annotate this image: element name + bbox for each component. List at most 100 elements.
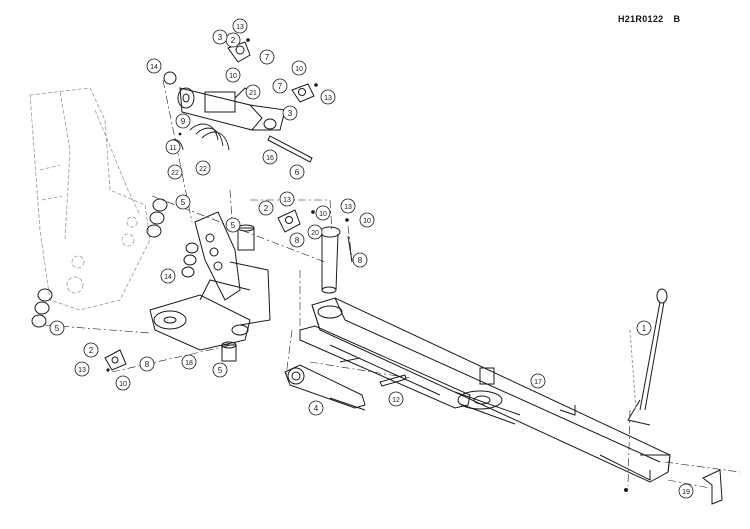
callout-number: 19 — [682, 489, 690, 496]
callout-circle — [308, 400, 324, 416]
callout-circle — [212, 362, 228, 378]
callout-number: 10 — [319, 211, 327, 218]
callout-circle — [291, 60, 307, 76]
callout-circle — [530, 373, 546, 389]
callout-21: 21 — [245, 84, 261, 100]
pivot-bracket-2-lower — [104, 349, 127, 371]
callout-number: 8 — [145, 360, 150, 369]
callout-circle — [272, 78, 288, 94]
callout-5: 5 — [175, 194, 191, 210]
callout-number: 7 — [278, 82, 283, 91]
callout-number: 4 — [314, 404, 319, 413]
callout-circle — [245, 84, 261, 100]
callout-number: 1 — [642, 324, 647, 333]
callout-16: 16 — [262, 149, 278, 165]
callout-13: 13 — [74, 361, 90, 377]
callout-18: 18 — [181, 354, 197, 370]
parallel-bar — [299, 325, 471, 409]
callout-number: 13 — [78, 367, 86, 374]
callout-circle — [225, 67, 241, 83]
callout-10: 10 — [359, 212, 375, 228]
callout-number: 2 — [89, 346, 94, 355]
callout-2: 2 — [83, 342, 99, 358]
callout-4: 4 — [308, 400, 324, 416]
callout-17: 17 — [530, 373, 546, 389]
callout-circle — [115, 375, 131, 391]
callout-number: 13 — [283, 197, 291, 204]
drawing-number: H21R0122 — [618, 14, 664, 24]
callout-6: 6 — [289, 164, 305, 180]
center-lines — [44, 79, 741, 489]
callout-number: 10 — [119, 381, 127, 388]
lever-1 — [627, 288, 668, 426]
callout-circle — [262, 149, 278, 165]
fasteners — [106, 38, 628, 492]
revision-letter: B — [673, 14, 681, 24]
callout-2: 2 — [258, 200, 274, 216]
callout-14: 14 — [146, 58, 162, 74]
callout-number: 10 — [295, 66, 303, 73]
callout-number: 7 — [265, 53, 270, 62]
callout-number: 5 — [218, 366, 223, 375]
callout-circle — [388, 391, 404, 407]
callout-circle — [259, 49, 275, 65]
boom-arm-17 — [311, 297, 671, 483]
callout-circle — [175, 113, 191, 129]
callout-2: 2 — [225, 32, 241, 48]
callout-8: 8 — [289, 232, 305, 248]
callout-number: 18 — [185, 360, 193, 367]
callout-9: 9 — [175, 113, 191, 129]
callout-19: 19 — [678, 483, 694, 499]
bracket-pin-3-top — [227, 41, 315, 103]
callout-circle — [320, 89, 336, 105]
callout-circle — [678, 483, 694, 499]
callout-number: 9 — [181, 117, 186, 126]
callout-number: 5 — [181, 198, 186, 207]
callout-8: 8 — [139, 356, 155, 372]
callout-number: 13 — [344, 204, 352, 211]
callout-1: 1 — [636, 320, 652, 336]
callout-circle — [167, 164, 183, 180]
callout-circle — [315, 205, 331, 221]
callout-number: 3 — [218, 33, 223, 42]
callout-5: 5 — [225, 217, 241, 233]
callout-3: 3 — [282, 105, 298, 121]
callout-number: 8 — [358, 256, 363, 265]
callout-number: 2 — [231, 36, 236, 45]
callout-circle — [165, 139, 181, 155]
callout-11: 11 — [165, 139, 181, 155]
callout-7: 7 — [259, 49, 275, 65]
callout-number: 22 — [171, 170, 179, 177]
callout-number: 13 — [236, 24, 244, 31]
callout-10: 10 — [225, 67, 241, 83]
callout-13: 13 — [320, 89, 336, 105]
callout-circle — [195, 160, 211, 176]
pin-6 — [267, 135, 313, 163]
callout-number: 6 — [295, 168, 300, 177]
callout-5: 5 — [212, 362, 228, 378]
callout-number: 14 — [164, 274, 172, 281]
callout-number: 20 — [311, 230, 319, 237]
mount-frame-18 — [149, 211, 271, 362]
callout-8: 8 — [352, 252, 368, 268]
drawing-code: H21R0122 B — [618, 14, 680, 24]
callout-number: 3 — [288, 109, 293, 118]
pivot-bracket-2 — [277, 209, 301, 233]
callout-circle — [232, 18, 248, 34]
callout-circle — [340, 198, 356, 214]
callout-number: 17 — [534, 379, 542, 386]
callout-22: 22 — [167, 164, 183, 180]
callout-circle — [83, 342, 99, 358]
callout-circle — [279, 191, 295, 207]
pin-12 — [339, 357, 407, 387]
bracket-19 — [702, 469, 723, 505]
callout-number: 22 — [199, 166, 207, 173]
callout-14: 14 — [160, 268, 176, 284]
callout-circle — [160, 268, 176, 284]
pin-20 — [319, 226, 353, 294]
callout-circle — [212, 29, 228, 45]
callout-circle — [181, 354, 197, 370]
bushings — [31, 71, 199, 328]
callout-circle — [49, 320, 65, 336]
